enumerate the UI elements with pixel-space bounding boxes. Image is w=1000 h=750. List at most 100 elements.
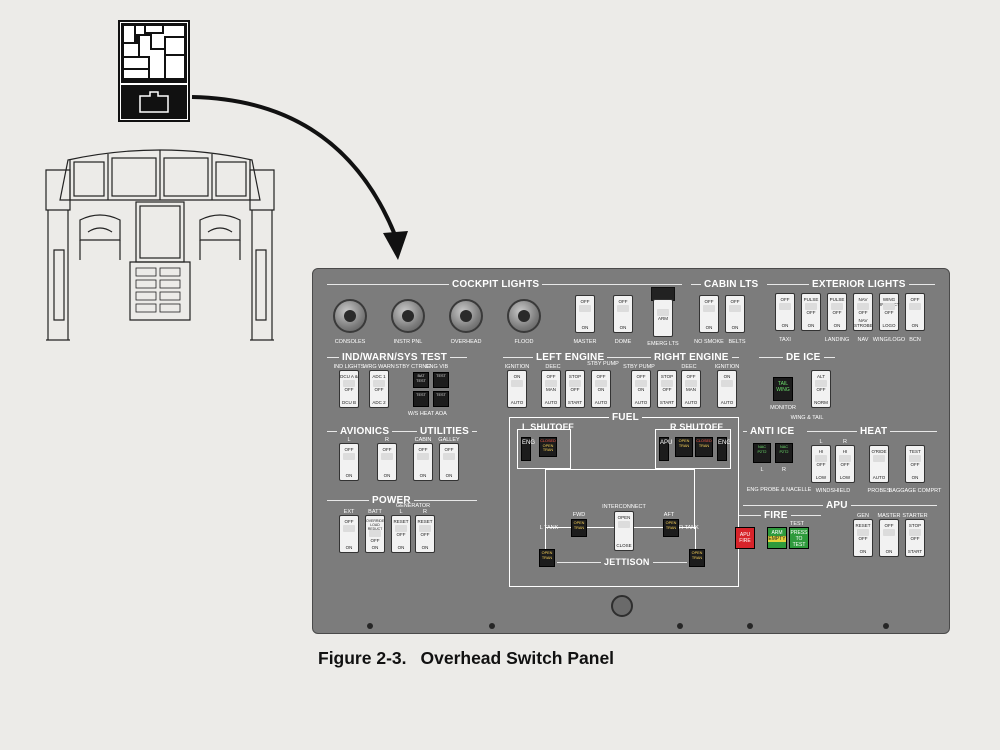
taxi-light-switch[interactable]: OFF ON xyxy=(775,293,795,331)
baggage-comprt-label: BAGGAGE COMPRT xyxy=(888,488,942,494)
arm-empty-button[interactable]: ARM EMPTY xyxy=(767,527,787,549)
pointer-arrow xyxy=(191,95,408,260)
r-stby-pump-header: STBY PUMP xyxy=(623,364,655,370)
overhead-dimmer-knob[interactable] xyxy=(449,299,483,333)
power-title: POWER xyxy=(369,495,414,506)
gen-l-header: L xyxy=(399,509,403,515)
r-shutoff-title: R SHUTOFF xyxy=(667,422,727,433)
left-deec-switch[interactable]: OFF MAN AUTO xyxy=(541,370,561,408)
avionics-left-switch[interactable]: OFF ON xyxy=(339,443,359,481)
tail-wing-monitor-button[interactable]: TAIL WING xyxy=(773,377,793,401)
r-shutoff-button[interactable]: CLOSED TRAN xyxy=(695,437,713,457)
belts-switch[interactable]: OFF ON xyxy=(725,295,745,333)
fuel-pipe-loop xyxy=(545,469,695,529)
l-deec-header: DEEC xyxy=(545,364,561,370)
galley-header: GALLEY xyxy=(438,437,460,443)
generator-right-switch[interactable]: RESET OFF ON xyxy=(415,515,435,553)
ext-power-switch[interactable]: OFF ON xyxy=(339,515,359,553)
ws-heat-label: W/S HEAT xyxy=(407,411,435,417)
landing-light-right-switch[interactable]: PULSE OFF ON xyxy=(827,293,847,331)
anti-ice-title: ANTI ICE xyxy=(747,426,798,437)
r-jettison-valve-button[interactable]: OPEN TRAN xyxy=(689,549,705,567)
aoa-test-button[interactable]: TEST xyxy=(433,391,449,407)
apu-label: APU xyxy=(659,437,672,461)
consoles-dimmer-knob[interactable] xyxy=(333,299,367,333)
aoa-label: AOA xyxy=(435,411,447,417)
belts-label: BELTS xyxy=(728,339,746,345)
aft-label: AFT xyxy=(663,512,675,518)
apu-master-header: MASTER xyxy=(877,513,901,519)
anti-ice-r-label: R xyxy=(782,467,786,473)
overhead-label: OVERHEAD xyxy=(450,339,482,345)
wrg-warn-switch[interactable]: ADC 1 OFF ADC 2 xyxy=(369,370,389,408)
heat-r-header: R xyxy=(843,439,847,445)
exterior-lights-title: EXTERIOR LIGHTS xyxy=(809,279,909,290)
apu-fire-button[interactable]: APU FIRE xyxy=(735,527,755,549)
l-tank-label: L TANK xyxy=(539,525,559,531)
master-lights-switch[interactable]: OFF ON xyxy=(575,295,595,333)
l-shutoff-button[interactable]: CLOSED OPEN TRAN xyxy=(539,437,557,457)
ind-lights-switch[interactable]: DCU A & LTS OFF DCU B xyxy=(339,370,359,408)
left-stby-pump-switch[interactable]: OFF ON AUTO xyxy=(591,370,611,408)
apu-starter-switch[interactable]: STOP OFF START xyxy=(905,519,925,557)
apu-gen-switch[interactable]: RESET OFF ON xyxy=(853,519,873,557)
avionics-right-switch[interactable]: OFF ON xyxy=(377,443,397,481)
l-jettison-valve-button[interactable]: OPEN TRAN xyxy=(539,549,555,567)
heat-title: HEAT xyxy=(857,426,891,437)
fire-title: FIRE xyxy=(761,510,791,521)
fuel-panel-knob[interactable] xyxy=(611,595,633,617)
cabin-utility-switch[interactable]: OFF ON xyxy=(413,443,433,481)
wing-logo-switch[interactable]: WING INSPECT OFF LOGO xyxy=(879,293,900,331)
interconnect-label: INTERCONNECT xyxy=(602,504,646,510)
anti-ice-l-label: L xyxy=(760,467,764,473)
dome-lights-switch[interactable]: OFF ON xyxy=(613,295,633,333)
stby-ctrng-header: STBY CTRNG xyxy=(395,364,431,370)
right-start-switch[interactable]: STOP OFF START xyxy=(657,370,677,408)
windshield-left-heat-switch[interactable]: HI OFF LOW xyxy=(811,445,831,483)
beacon-switch[interactable]: OFF ON xyxy=(905,293,925,331)
bat-test-button[interactable]: BAT TEST xyxy=(413,372,429,388)
apu-master-switch[interactable]: OFF ON xyxy=(879,519,899,557)
l-eng-label: ENG xyxy=(521,437,535,461)
gen-r-header: R xyxy=(423,509,427,515)
interconnect-switch[interactable]: OPEN CLOSE xyxy=(614,511,634,551)
nav-strobe-switch[interactable]: NAV OFF NAV STROBE xyxy=(853,293,873,331)
no-smoke-switch[interactable]: OFF ON xyxy=(699,295,719,333)
right-deec-switch[interactable]: OFF MAN AUTO xyxy=(681,370,701,408)
emerg-lts-switch[interactable]: ARM xyxy=(653,299,673,337)
eng-vib-test-button[interactable]: TEST xyxy=(433,372,449,388)
landing-light-left-switch[interactable]: PULSE OFF ON xyxy=(801,293,821,331)
figure-title: Overhead Switch Panel xyxy=(420,648,615,668)
wing-logo-label: WING/LOGO xyxy=(872,337,906,343)
aft-valve-button[interactable]: OPEN TRAN xyxy=(663,519,679,537)
press-to-test-button[interactable]: PRESS TO TEST xyxy=(789,527,809,549)
wing-tail-deice-switch[interactable]: ALT OFF NORM xyxy=(811,370,831,408)
cabin-lts-title: CABIN LTS xyxy=(701,279,762,290)
cockpit-lights-title: COCKPIT LIGHTS xyxy=(449,279,543,290)
probes-heat-switch[interactable]: O'RIDE AUTO xyxy=(869,445,889,483)
mounting-screw xyxy=(883,623,889,629)
right-engine-title: RIGHT ENGINE xyxy=(651,352,732,363)
utilities-title: UTILITIES xyxy=(417,426,473,437)
ext-header: EXT xyxy=(343,509,355,515)
baggage-compt-heat-switch[interactable]: TEST OFF ON xyxy=(905,445,925,483)
apu-shutoff-button[interactable]: OPEN TRAN xyxy=(675,437,693,457)
instr-pnl-dimmer-knob[interactable] xyxy=(391,299,425,333)
l-shutoff-frame xyxy=(517,429,571,469)
windshield-right-heat-switch[interactable]: HI OFF LOW xyxy=(835,445,855,483)
left-start-switch[interactable]: STOP OFF START xyxy=(565,370,585,408)
fwd-valve-button[interactable]: OPEN TRAN xyxy=(571,519,587,537)
right-stby-pump-switch[interactable]: OFF ON AUTO xyxy=(631,370,651,408)
generator-left-switch[interactable]: RESET OFF ON xyxy=(391,515,411,553)
r-nac-anti-ice-button[interactable]: NAC P2T2 xyxy=(775,443,793,463)
l-nac-anti-ice-button[interactable]: NAC P2T2 xyxy=(753,443,771,463)
ws-heat-test-button[interactable]: TEST xyxy=(413,391,429,407)
right-ignition-switch[interactable]: ON AUTO xyxy=(717,370,737,408)
left-ignition-switch[interactable]: ON AUTO xyxy=(507,370,527,408)
battery-switch[interactable]: OVERRIDE LOAD REDUCT OFF ON xyxy=(365,515,385,553)
wing-tail-label: WING & TAIL xyxy=(790,415,824,421)
eng-vib-header: ENG VIB xyxy=(425,364,449,370)
instr-pnl-label: INSTR PNL xyxy=(393,339,423,345)
flood-dimmer-knob[interactable] xyxy=(507,299,541,333)
galley-utility-switch[interactable]: OFF ON xyxy=(439,443,459,481)
